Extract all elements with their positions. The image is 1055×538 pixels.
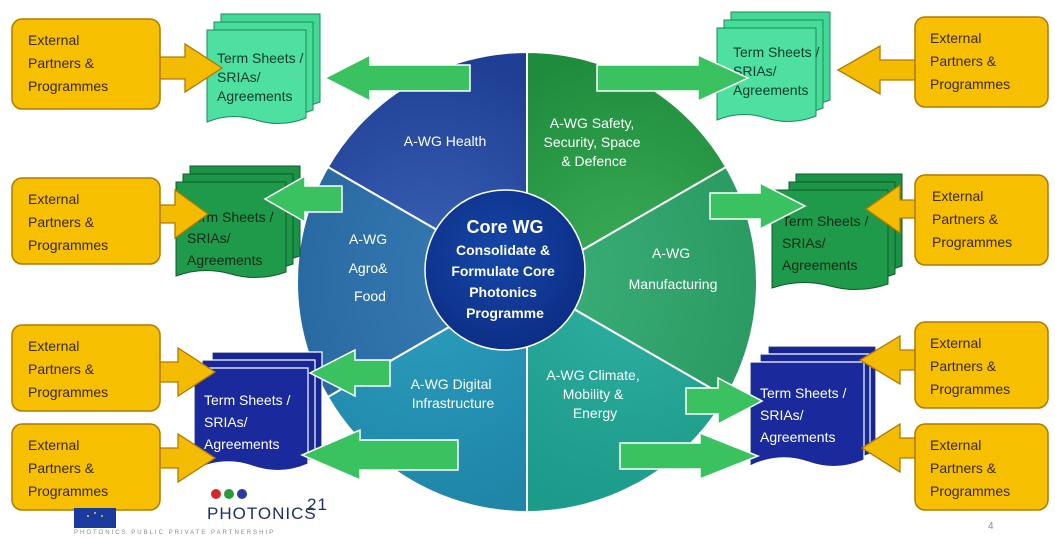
- partner-label: External Partners & Programmes: [930, 437, 1010, 499]
- logo-dot-blue-icon: [237, 489, 247, 499]
- partner-arrow-left: [864, 183, 916, 235]
- partner-arrow-left: [860, 422, 916, 474]
- partner-arrow-right: [159, 188, 210, 240]
- partner-arrows: [159, 42, 916, 484]
- partner-arrow-left: [836, 44, 916, 96]
- core-wg-title: Core WG: [466, 217, 543, 237]
- term-sheets-label: Term Sheets / SRIAs/ Agreements: [187, 209, 277, 268]
- term-sheets-mid-left: Term Sheets / SRIAs/ Agreements: [175, 165, 301, 278]
- green-arrow-left: [323, 53, 471, 103]
- partner-box-left-1: External Partners & Programmes: [11, 18, 161, 110]
- partner-label: External Partners & Programmes: [28, 437, 108, 499]
- term-sheets-bottom-left: Term Sheets / SRIAs/ Agreements: [193, 351, 323, 472]
- partner-box-left-3: External Partners & Programmes: [11, 324, 161, 412]
- partner-box-right-4: External Partners & Programmes: [914, 423, 1049, 511]
- term-sheets-label: Term Sheets / SRIAs/ Agreements: [733, 44, 823, 98]
- partner-box-right-1: External Partners & Programmes: [914, 16, 1049, 108]
- partner-label: External Partners & Programmes: [28, 191, 108, 253]
- green-arrow-right: [619, 431, 761, 481]
- term-sheets-mid-right: Term Sheets / SRIAs/ Agreements: [771, 173, 903, 290]
- partner-arrow-left: [858, 334, 916, 386]
- green-arrow-right: [685, 376, 764, 426]
- partner-arrow-right: [159, 42, 224, 94]
- logo-brand: PHOTONICS: [207, 504, 317, 523]
- partner-arrow-right: [159, 432, 217, 484]
- partner-box-right-2: External Partners & Programmes: [914, 174, 1049, 266]
- term-sheets-bottom-right: Term Sheets / SRIAs/ Agreements: [749, 345, 877, 468]
- term-sheets-label: Term Sheets / SRIAs/ Agreements: [782, 213, 872, 273]
- term-sheets-top-right: Term Sheets / SRIAs/ Agreements: [716, 11, 831, 122]
- green-arrow-left: [263, 174, 343, 224]
- segment-label-manufacturing: A-WG Manufacturing: [629, 245, 718, 292]
- logo-dot-green-icon: [224, 489, 234, 499]
- green-arrow-right: [596, 53, 750, 103]
- partner-arrow-right: [159, 346, 217, 398]
- photonics21-logo: PHOTONICS 21: [207, 489, 328, 523]
- partner-label: External Partners & Programmes: [28, 32, 108, 94]
- partner-box-left-2: External Partners & Programmes: [11, 177, 161, 265]
- term-sheets-label: Term Sheets / SRIAs/ Agreements: [204, 392, 294, 452]
- partner-label: External Partners & Programmes: [932, 188, 1012, 250]
- core-wg-circle: [424, 189, 586, 351]
- segment-label-agro: A-WG Agro& Food: [349, 231, 392, 304]
- green-arrows: [263, 53, 807, 482]
- logo-superscript: 21: [307, 495, 328, 514]
- partner-box-right-3: External Partners & Programmes: [914, 321, 1049, 409]
- logo-dot-red-icon: [211, 489, 221, 499]
- partner-label: External Partners & Programmes: [930, 335, 1010, 397]
- partner-box-left-4: External Partners & Programmes: [11, 423, 161, 511]
- partner-label: External Partners & Programmes: [28, 338, 108, 400]
- logo-tagline: PHOTONICS PUBLIC PRIVATE PARTNERSHIP: [74, 530, 275, 536]
- page-number: 4: [988, 521, 994, 532]
- term-sheets-label: Term Sheets / SRIAs/ Agreements: [760, 385, 850, 445]
- green-arrow-right: [709, 181, 807, 231]
- term-sheets-label: Term Sheets / SRIAs/ Agreements: [217, 50, 307, 104]
- segment-label-climate: A-WG Climate, Mobility & Energy: [546, 367, 643, 421]
- green-arrow-left: [308, 348, 391, 398]
- partner-label: External Partners & Programmes: [930, 30, 1010, 92]
- core-wg-subtitle: Consolidate & Formulate Core Photonics P…: [451, 242, 558, 321]
- green-arrow-left: [300, 428, 459, 482]
- segment-label-digital: A-WG Digital Infrastructure: [411, 376, 496, 411]
- segment-manufacturing: [524, 165, 759, 399]
- segment-label-safety: A-WG Safety, Security, Space & Defence: [544, 115, 645, 169]
- segment-label-health: A-WG Health: [404, 133, 486, 149]
- eu-flag-icon: [74, 508, 116, 528]
- term-sheets-top-left: Term Sheets / SRIAs/ Agreements: [206, 13, 321, 124]
